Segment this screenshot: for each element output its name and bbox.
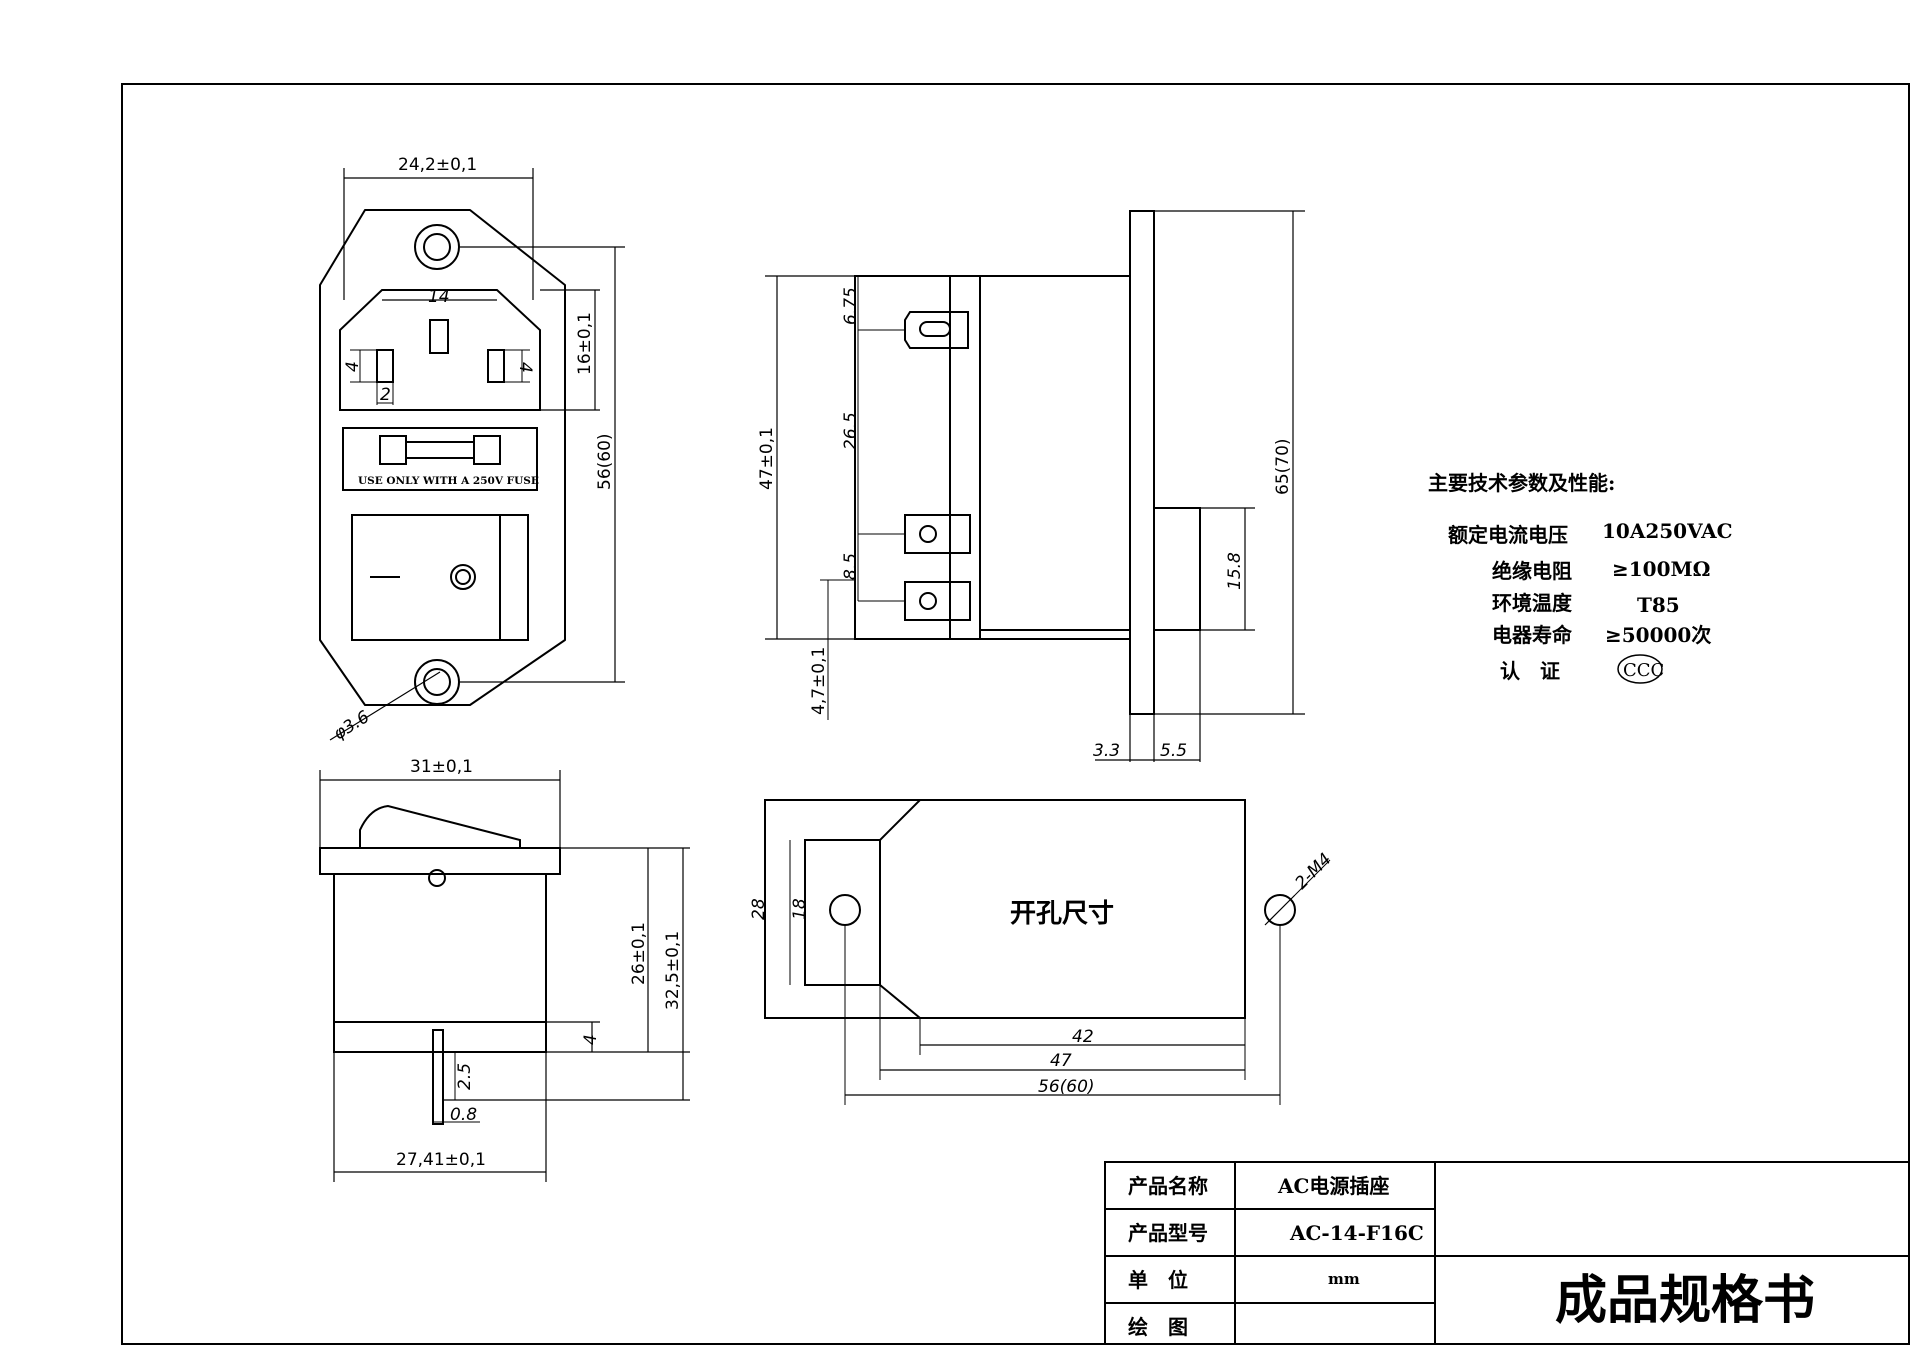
spec-table: 主要技术参数及性能: 额定电流电压 10A250VAC 绝缘电阻 ≥100MΩ … [1428, 471, 1733, 684]
dim-cutout-47: 47 [1050, 1051, 1072, 1071]
spec-title: 主要技术参数及性能: [1428, 471, 1615, 495]
dim-8-5: 8.5 [841, 553, 861, 580]
terminal-low [904, 581, 971, 621]
top-view-labels: 24,2±0,1 14 16±0,1 56(60) 4 4 2 USE ONLY… [330, 155, 615, 744]
dim-boss-height: 15.8 [1225, 552, 1245, 590]
dim-side-height: 47±0,1 [757, 427, 777, 490]
front-view [319, 770, 690, 1182]
socket-pin-right [487, 349, 505, 383]
dim-top-width: 24,2±0,1 [398, 155, 477, 175]
tb-value-0: AC电源插座 [1277, 1174, 1389, 1198]
spec-label-3: 电器寿命 [1492, 623, 1573, 647]
screw-hole-left [829, 894, 861, 926]
dim-boss-width: 5.5 [1160, 741, 1187, 761]
fuse-holder [342, 427, 538, 491]
spec-value-1: ≥100MΩ [1612, 557, 1710, 581]
title-block-text: 产品名称 AC电源插座 产品型号 AC-14-F16C 单 位 mm 绘 图 成… [1128, 1174, 1815, 1339]
dim-socket-pitch: 14 [428, 287, 450, 307]
dim-pin-right: 4 [515, 362, 535, 373]
front-pin [432, 1029, 444, 1125]
dim-6-75: 6.75 [841, 287, 861, 325]
rocker-switch [351, 514, 529, 641]
boss [1153, 507, 1201, 631]
top-view-outline [319, 209, 566, 706]
dim-cutout-height: 28 [749, 898, 769, 920]
dim-cutout-inner: 18 [790, 898, 810, 920]
cutout-labels: 开孔尺寸 28 18 42 47 56(60) 2-M4 [749, 849, 1336, 1097]
screw-spec: 2-M4 [1291, 849, 1335, 893]
side-view-labels: 47±0,1 6.75 26.5 8.5 4,7±0,1 65(70) 15.8… [757, 287, 1293, 761]
dim-26: 26±0,1 [629, 922, 649, 985]
tb-label-0: 产品名称 [1128, 1174, 1208, 1198]
sheet-border [121, 83, 1910, 1345]
terminal-top [904, 311, 969, 349]
tb-label-2: 单 位 [1128, 1268, 1188, 1292]
dim-socket-height: 16±0,1 [575, 312, 595, 375]
tb-label-1: 产品型号 [1128, 1221, 1208, 1245]
side-view [765, 210, 1305, 762]
title-block [1104, 1161, 1910, 1345]
ccc-mark [1617, 654, 1663, 684]
rocker-cap [359, 804, 521, 848]
socket-pin-center [429, 319, 449, 354]
fuse-warning-text: USE ONLY WITH A 250V FUSE [358, 475, 539, 487]
dim-cutout-42: 42 [1072, 1027, 1094, 1047]
tb-value-1: AC-14-F16C [1289, 1221, 1424, 1245]
spec-value-3: ≥50000次 [1605, 623, 1711, 647]
front-view-labels: 31±0,1 26±0,1 32,5±0,1 4 2.5 0.8 27,41±0… [396, 757, 683, 1170]
dim-26-5: 26.5 [841, 412, 861, 450]
spec-label-2: 环境温度 [1492, 591, 1573, 615]
spec-value-4: CCC [1623, 660, 1664, 681]
dim-plate-height: 65(70) [1273, 438, 1293, 495]
spec-label-0: 额定电流电压 [1448, 523, 1568, 547]
cutout-title: 开孔尺寸 [1010, 899, 1114, 929]
spec-label-1: 绝缘电阻 [1492, 559, 1572, 583]
spec-value-0: 10A250VAC [1602, 519, 1733, 543]
dim-front-width: 31±0,1 [410, 757, 473, 777]
cutout-view [764, 799, 1331, 1105]
dim-overall-height: 56(60) [595, 433, 615, 490]
dim-pin-len: 2.5 [455, 1063, 475, 1090]
document-title: 成品规格书 [1555, 1270, 1815, 1331]
flange-plate [1129, 210, 1155, 715]
dim-pin-left: 4 [343, 361, 363, 372]
dim-plate-thick: 3.3 [1093, 741, 1120, 761]
dim-hole-diameter: φ3.6 [330, 707, 373, 744]
dim-cutout-56: 56(60) [1038, 1077, 1095, 1097]
front-body [333, 873, 547, 1023]
tb-value-2: mm [1328, 1270, 1360, 1288]
dim-pin-width: 2 [380, 385, 391, 405]
dim-front-bottom: 27,41±0,1 [396, 1150, 486, 1170]
spec-label-4: 认 证 [1500, 659, 1560, 683]
dim-pin-thick: 0.8 [450, 1105, 477, 1125]
mount-hole-bottom [414, 659, 460, 705]
tb-label-3: 绘 图 [1128, 1315, 1188, 1339]
spec-value-2: T85 [1637, 593, 1680, 617]
mount-hole-top [414, 224, 460, 270]
socket-pin-left [376, 349, 394, 383]
dim-step-4: 4 [581, 1034, 601, 1045]
top-view [319, 168, 625, 741]
dim-4-7: 4,7±0,1 [809, 647, 829, 715]
dim-32-5: 32,5±0,1 [663, 931, 683, 1010]
terminal-mid [904, 514, 971, 554]
